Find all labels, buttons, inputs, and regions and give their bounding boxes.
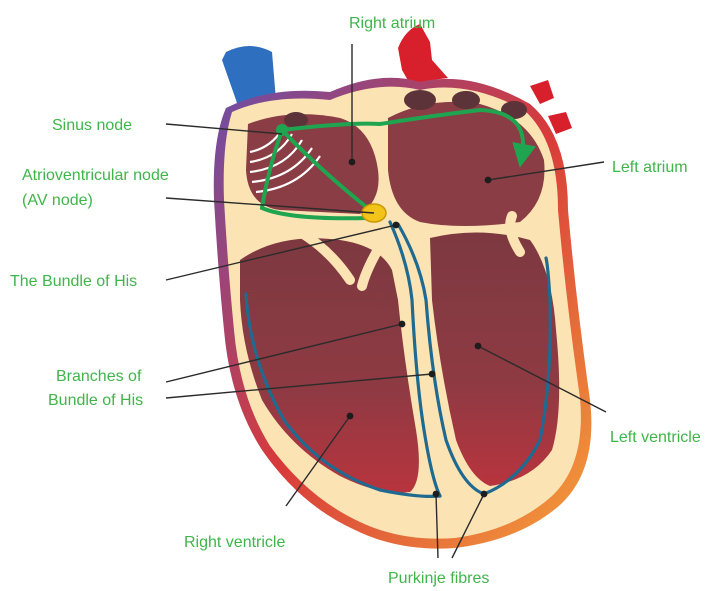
label-bundle-of-his: The Bundle of His — [10, 273, 137, 290]
label-left-atrium: Left atrium — [612, 159, 688, 176]
label-purkinje-fibres: Purkinje fibres — [388, 570, 489, 587]
label-left-ventricle: Left ventricle — [610, 429, 701, 446]
aorta — [398, 24, 448, 84]
label-branches-line2: Bundle of His — [48, 392, 143, 409]
label-av-node-line2: (AV node) — [22, 192, 93, 209]
label-right-atrium: Right atrium — [349, 15, 435, 32]
label-av-node-line1: Atrioventricular node — [22, 167, 169, 184]
label-sinus-node: Sinus node — [52, 117, 132, 134]
label-branches-line1: Branches of — [56, 368, 142, 385]
label-right-ventricle: Right ventricle — [184, 534, 285, 551]
